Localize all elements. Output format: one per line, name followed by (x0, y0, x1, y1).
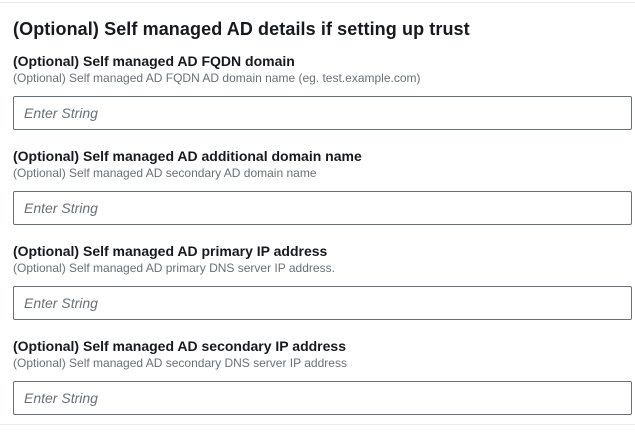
bottom-divider (0, 424, 635, 425)
field-description: (Optional) Self managed AD FQDN AD domai… (13, 71, 421, 85)
field-additional-domain: (Optional) Self managed AD additional do… (13, 148, 632, 225)
field-secondary-ip: (Optional) Self managed AD secondary IP … (13, 338, 632, 415)
field-primary-ip: (Optional) Self managed AD primary IP ad… (13, 243, 632, 320)
parameter-group: (Optional) Self managed AD details if se… (0, 18, 635, 415)
field-description: (Optional) Self managed AD secondary AD … (13, 166, 317, 180)
field-description: (Optional) Self managed AD secondary DNS… (13, 356, 347, 370)
section-title: (Optional) Self managed AD details if se… (13, 19, 470, 39)
field-label: (Optional) Self managed AD primary IP ad… (13, 243, 328, 259)
field-label: (Optional) Self managed AD FQDN domain (13, 53, 295, 69)
fqdn-domain-input[interactable] (13, 96, 632, 130)
field-label: (Optional) Self managed AD additional do… (13, 148, 362, 164)
primary-ip-input[interactable] (13, 286, 632, 320)
secondary-ip-input[interactable] (13, 381, 632, 415)
field-description: (Optional) Self managed AD primary DNS s… (13, 261, 335, 275)
additional-domain-input[interactable] (13, 191, 632, 225)
field-fqdn-domain: (Optional) Self managed AD FQDN domain (… (13, 53, 632, 130)
top-divider (0, 2, 635, 3)
field-label: (Optional) Self managed AD secondary IP … (13, 338, 346, 354)
